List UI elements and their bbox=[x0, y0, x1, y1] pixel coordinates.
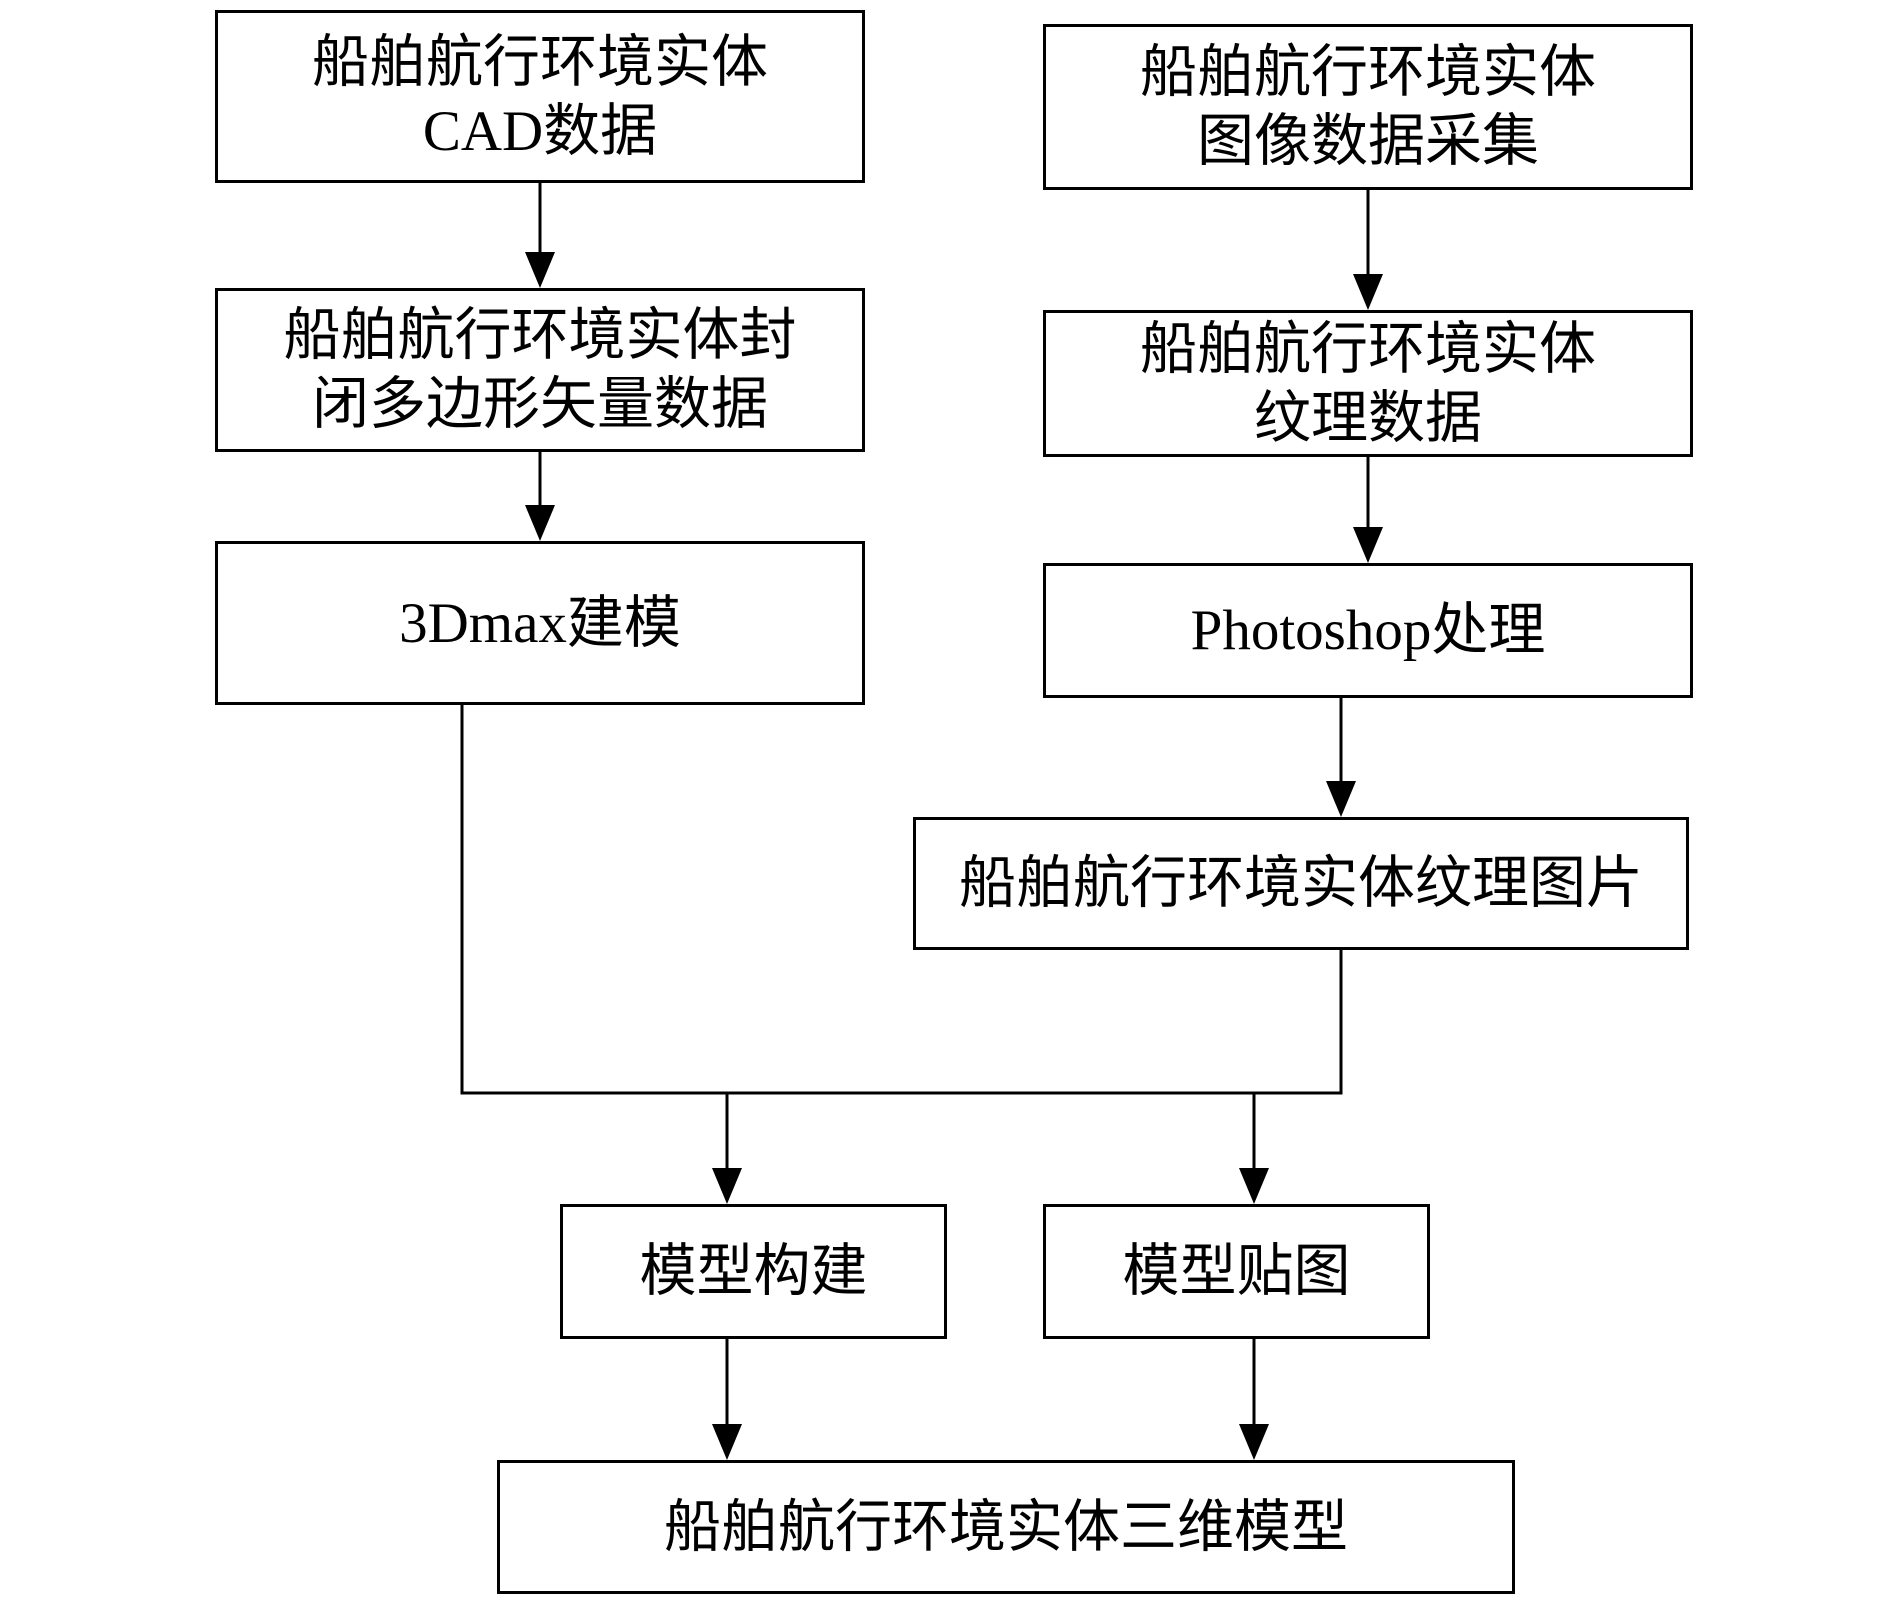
node-texture-data: 船舶航行环境实体 纹理数据 bbox=[1043, 310, 1693, 457]
node-polygon-vector-data: 船舶航行环境实体封 闭多边形矢量数据 bbox=[215, 288, 865, 452]
node-3d-model: 船舶航行环境实体三维模型 bbox=[497, 1460, 1515, 1594]
arrow-polygon-to-3dmax bbox=[525, 452, 555, 541]
arrow-build-to-result bbox=[712, 1339, 742, 1460]
node-label-line: 船舶航行环境实体 bbox=[1140, 41, 1596, 104]
node-cad-data: 船舶航行环境实体 CAD数据 bbox=[215, 10, 865, 183]
node-3dmax-modeling: 3Dmax建模 bbox=[215, 541, 865, 705]
node-label-line: 3Dmax建模 bbox=[399, 591, 681, 655]
node-label-line: Photoshop处理 bbox=[1190, 599, 1546, 662]
node-texture-picture: 船舶航行环境实体纹理图片 bbox=[913, 817, 1689, 950]
node-label-line: 闭多边形矢量数据 bbox=[312, 373, 768, 436]
node-label-line: 船舶航行环境实体纹理图片 bbox=[959, 852, 1643, 915]
node-label-line: 船舶航行环境实体封 bbox=[283, 304, 797, 367]
node-label-line: CAD数据 bbox=[422, 99, 658, 163]
arrow-photoshop-to-picture bbox=[1326, 698, 1356, 817]
arrow-merge-to-build bbox=[712, 1093, 742, 1204]
node-image-collection: 船舶航行环境实体 图像数据采集 bbox=[1043, 24, 1693, 190]
arrow-merge-to-mapping bbox=[1239, 1093, 1269, 1204]
node-label-line: 模型贴图 bbox=[1122, 1240, 1351, 1303]
node-label-line: 船舶航行环境实体 bbox=[312, 30, 768, 94]
arrow-texture-to-photoshop bbox=[1353, 457, 1383, 563]
node-model-build: 模型构建 bbox=[560, 1204, 947, 1339]
node-label-line: 模型构建 bbox=[639, 1240, 868, 1303]
arrow-cad-to-polygon bbox=[525, 183, 555, 288]
arrow-mapping-to-result bbox=[1239, 1339, 1269, 1460]
node-label-line: 纹理数据 bbox=[1254, 386, 1482, 450]
node-label-line: 图像数据采集 bbox=[1197, 110, 1539, 173]
node-label-line: 船舶航行环境实体三维模型 bbox=[664, 1495, 1348, 1559]
node-label-line: 船舶航行环境实体 bbox=[1140, 317, 1596, 381]
arrow-image-to-texture bbox=[1353, 190, 1383, 310]
node-model-mapping: 模型贴图 bbox=[1043, 1204, 1430, 1339]
node-photoshop-processing: Photoshop处理 bbox=[1043, 563, 1693, 698]
